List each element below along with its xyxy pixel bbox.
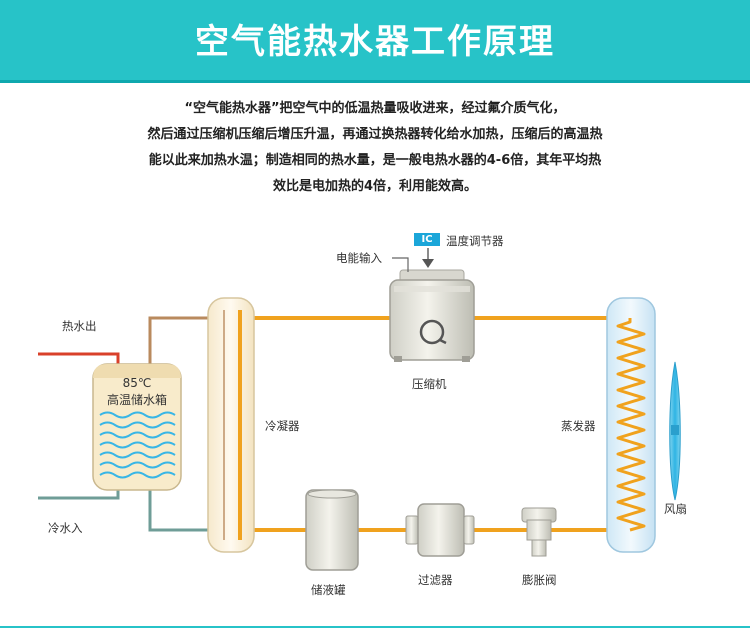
fan-icon [669,361,681,501]
thermostat-label: 温度调节器 [446,234,504,248]
power-input-line [392,257,409,272]
compressor-rotor-icon [419,319,445,345]
tank-temperature: 85℃ [122,376,152,390]
expansion-valve-unit [521,507,557,557]
power-input-label: 电能输入 [336,251,382,265]
description-line-3: 能以此来加热水温；制造相同的热水量，是一般电热水器的4-6倍，其年平均热 [148,153,602,168]
thermostat-arrow-icon [422,259,434,268]
liquid-tank-label: 储液罐 [311,583,346,597]
compressor-unit [389,269,475,362]
hot-water-out-label: 热水出 [62,319,97,333]
ic-badge [414,233,440,246]
fan-label: 风扇 [664,502,687,516]
bottom-divider [0,626,750,628]
description-line-1: “空气能热水器”把空气中的低温热量吸收进来，经过氟介质气化， [184,101,566,116]
cold-water-in-label: 冷水入 [48,521,83,535]
evaporator-label: 蒸发器 [561,419,596,433]
description: “空气能热水器”把空气中的低温热量吸收进来，经过氟介质气化， 然后通过压缩机压缩… [70,96,680,200]
condenser-label: 冷凝器 [265,419,300,433]
compressor-label: 压缩机 [412,377,447,391]
filter-unit [405,503,475,557]
title-banner [0,0,750,83]
description-line-4: 效比是电加热的4倍，利用能效高。 [272,179,478,194]
tank-name: 高温储水箱 [106,393,167,407]
tank-water-waves [99,411,176,479]
condenser-unit [207,297,255,553]
expansion-valve-label: 膨胀阀 [522,573,557,587]
description-line-2: 然后通过压缩机压缩后增压升温，再通过换热器转化给水加热，压缩后的高温热 [147,127,603,142]
hot-water-tank [92,363,182,491]
ic-badge-label: IC [421,234,433,245]
evaporator-unit [606,297,656,553]
liquid-storage-tank [305,489,359,571]
page-title: 空气能热水器工作原理 [195,22,555,62]
filter-label: 过滤器 [418,573,453,587]
